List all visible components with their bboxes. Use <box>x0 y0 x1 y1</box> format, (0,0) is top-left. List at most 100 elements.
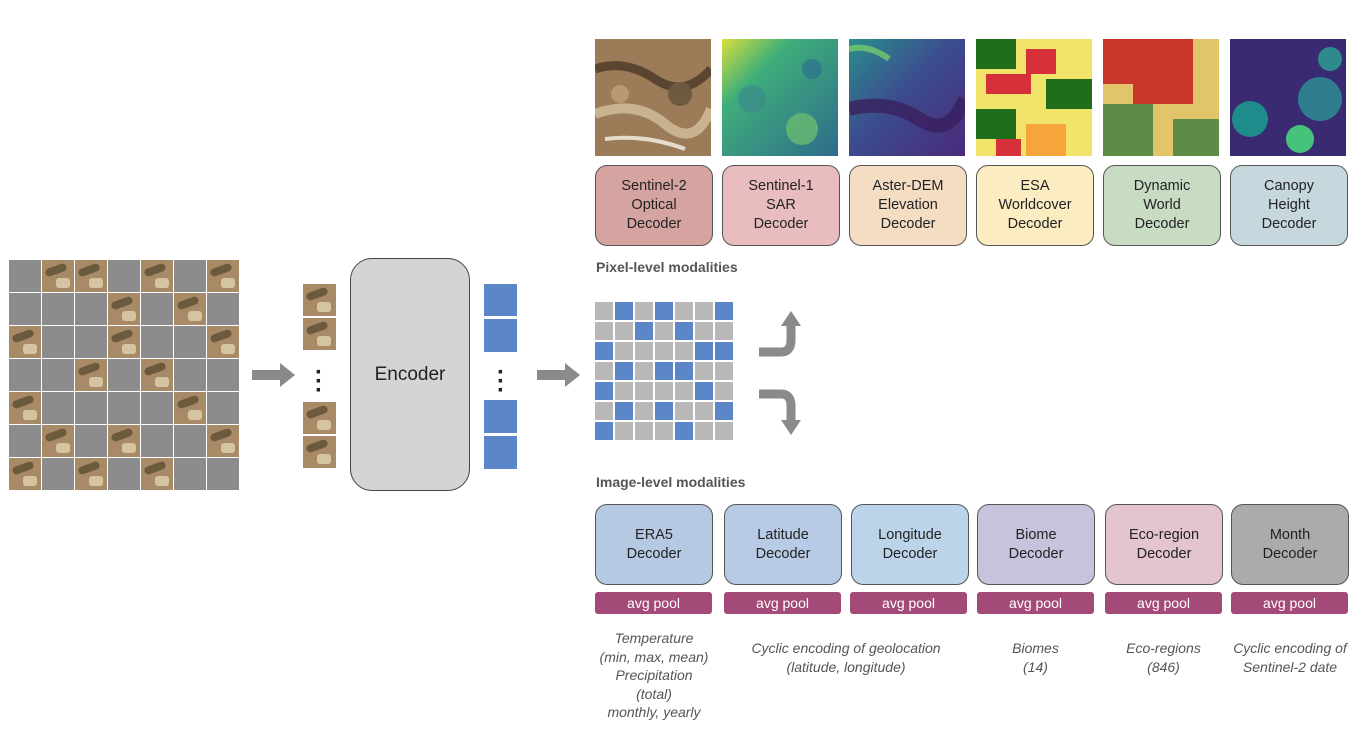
image-patch <box>174 293 206 325</box>
encoded-token-cell <box>635 322 653 340</box>
curved-arrow-up-icon <box>759 311 801 357</box>
encoded-token-cell <box>655 402 673 420</box>
mask-token-cell <box>595 322 613 340</box>
avg-pool-biome: avg pool <box>977 592 1094 614</box>
canopy-height-decoder: Canopy Height Decoder <box>1230 165 1348 246</box>
masked-patch <box>42 392 74 424</box>
image-patch <box>108 293 140 325</box>
avg-pool-era5: avg pool <box>595 592 712 614</box>
image-level-heading: Image-level modalities <box>596 474 746 490</box>
mask-token-cell <box>595 362 613 380</box>
encoded-token-cell <box>695 342 713 360</box>
mask-token-cell <box>595 302 613 320</box>
month-note: Cyclic encoding of Sentinel-2 date <box>1233 640 1347 675</box>
mask-token-cell <box>655 322 673 340</box>
decoder-label: Biome Decoder <box>1008 526 1064 562</box>
encoder-label: Encoder <box>374 363 446 385</box>
mask-token-cell <box>695 362 713 380</box>
encoded-token-cell <box>595 342 613 360</box>
encoded-token-cell <box>715 402 733 420</box>
masked-patch <box>42 326 74 358</box>
mask-token-cell <box>695 422 713 440</box>
token-grid <box>595 302 735 442</box>
avg-pool-longitude: avg pool <box>850 592 967 614</box>
image-patch <box>207 425 239 457</box>
encoded-token-cell <box>675 322 693 340</box>
esa-worldcover-thumbnail <box>976 39 1092 156</box>
masked-patch <box>141 326 173 358</box>
mask-token-cell <box>655 342 673 360</box>
latitude-decoder: Latitude Decoder <box>724 504 842 585</box>
decoder-label: Longitude Decoder <box>878 526 942 562</box>
mask-token-cell <box>695 402 713 420</box>
decoder-label: Month Decoder <box>1262 526 1318 562</box>
masked-patch <box>174 359 206 391</box>
masked-patch <box>42 359 74 391</box>
month-decoder: Month Decoder <box>1231 504 1349 585</box>
mask-token-cell <box>695 322 713 340</box>
masked-patch <box>9 293 41 325</box>
masked-patch <box>207 293 239 325</box>
masked-patch <box>174 425 206 457</box>
masked-patch <box>207 458 239 490</box>
masked-patch <box>141 392 173 424</box>
encoded-token-cell <box>715 342 733 360</box>
decoder-label: ERA5 Decoder <box>626 526 682 562</box>
masked-patch <box>174 458 206 490</box>
masked-patch <box>108 359 140 391</box>
image-patch <box>42 260 74 292</box>
image-patch <box>9 326 41 358</box>
decoder-label: Dynamic World Decoder <box>1133 178 1191 232</box>
mask-token-cell <box>615 422 633 440</box>
mask-token-cell <box>655 382 673 400</box>
image-patch <box>108 326 140 358</box>
mask-token-cell <box>655 422 673 440</box>
decoder-label: Aster-DEM Elevation Decoder <box>872 178 944 232</box>
image-patch <box>42 425 74 457</box>
masked-patch <box>9 425 41 457</box>
ellipsis-icon: ··· <box>497 359 505 404</box>
encoded-token-cell <box>595 422 613 440</box>
sentinel2-optical-thumbnail <box>595 39 711 156</box>
mask-token-cell <box>675 402 693 420</box>
aster-dem-decoder: Aster-DEM Elevation Decoder <box>849 165 967 246</box>
masked-patch <box>108 260 140 292</box>
masked-patch <box>75 425 107 457</box>
encoded-token-cell <box>615 402 633 420</box>
decoder-label: Sentinel-1 SAR Decoder <box>748 178 814 232</box>
encoded-token-cell <box>615 362 633 380</box>
avg-pool-month: avg pool <box>1231 592 1348 614</box>
eco-region-note: Eco-regions (846) <box>1126 640 1201 675</box>
image-patch <box>174 392 206 424</box>
mask-token-cell <box>635 302 653 320</box>
masked-patch <box>9 359 41 391</box>
masked-patch <box>75 293 107 325</box>
visible-patch-1 <box>303 284 336 316</box>
canopy-height-thumbnail <box>1230 39 1346 156</box>
mask-token-cell <box>715 382 733 400</box>
encoded-token-cell <box>695 382 713 400</box>
visible-patch-4 <box>303 436 336 468</box>
masked-patch <box>75 392 107 424</box>
mask-token-cell <box>635 422 653 440</box>
encoded-token-4 <box>484 436 517 469</box>
encoded-token-cell <box>655 302 673 320</box>
encoded-token-cell <box>615 302 633 320</box>
encoded-token-1 <box>484 284 517 316</box>
mask-token-cell <box>635 342 653 360</box>
masked-patch <box>207 392 239 424</box>
era5-note: Temperature (min, max, mean) Precipitati… <box>599 630 709 720</box>
mask-token-cell <box>635 362 653 380</box>
encoded-token-cell <box>675 422 693 440</box>
decoder-label: Eco-region Decoder <box>1128 526 1200 562</box>
encoded-token-cell <box>595 382 613 400</box>
decoder-label: Sentinel-2 Optical Decoder <box>621 178 687 232</box>
dynamic-world-decoder: Dynamic World Decoder <box>1103 165 1221 246</box>
biome-note: Biomes (14) <box>1012 640 1059 675</box>
masked-patch <box>108 458 140 490</box>
curved-arrow-down-icon <box>759 389 801 435</box>
avg-pool-latitude: avg pool <box>724 592 841 614</box>
encoded-token-cell <box>655 362 673 380</box>
masked-patch <box>108 392 140 424</box>
encoded-token-2 <box>484 319 517 352</box>
